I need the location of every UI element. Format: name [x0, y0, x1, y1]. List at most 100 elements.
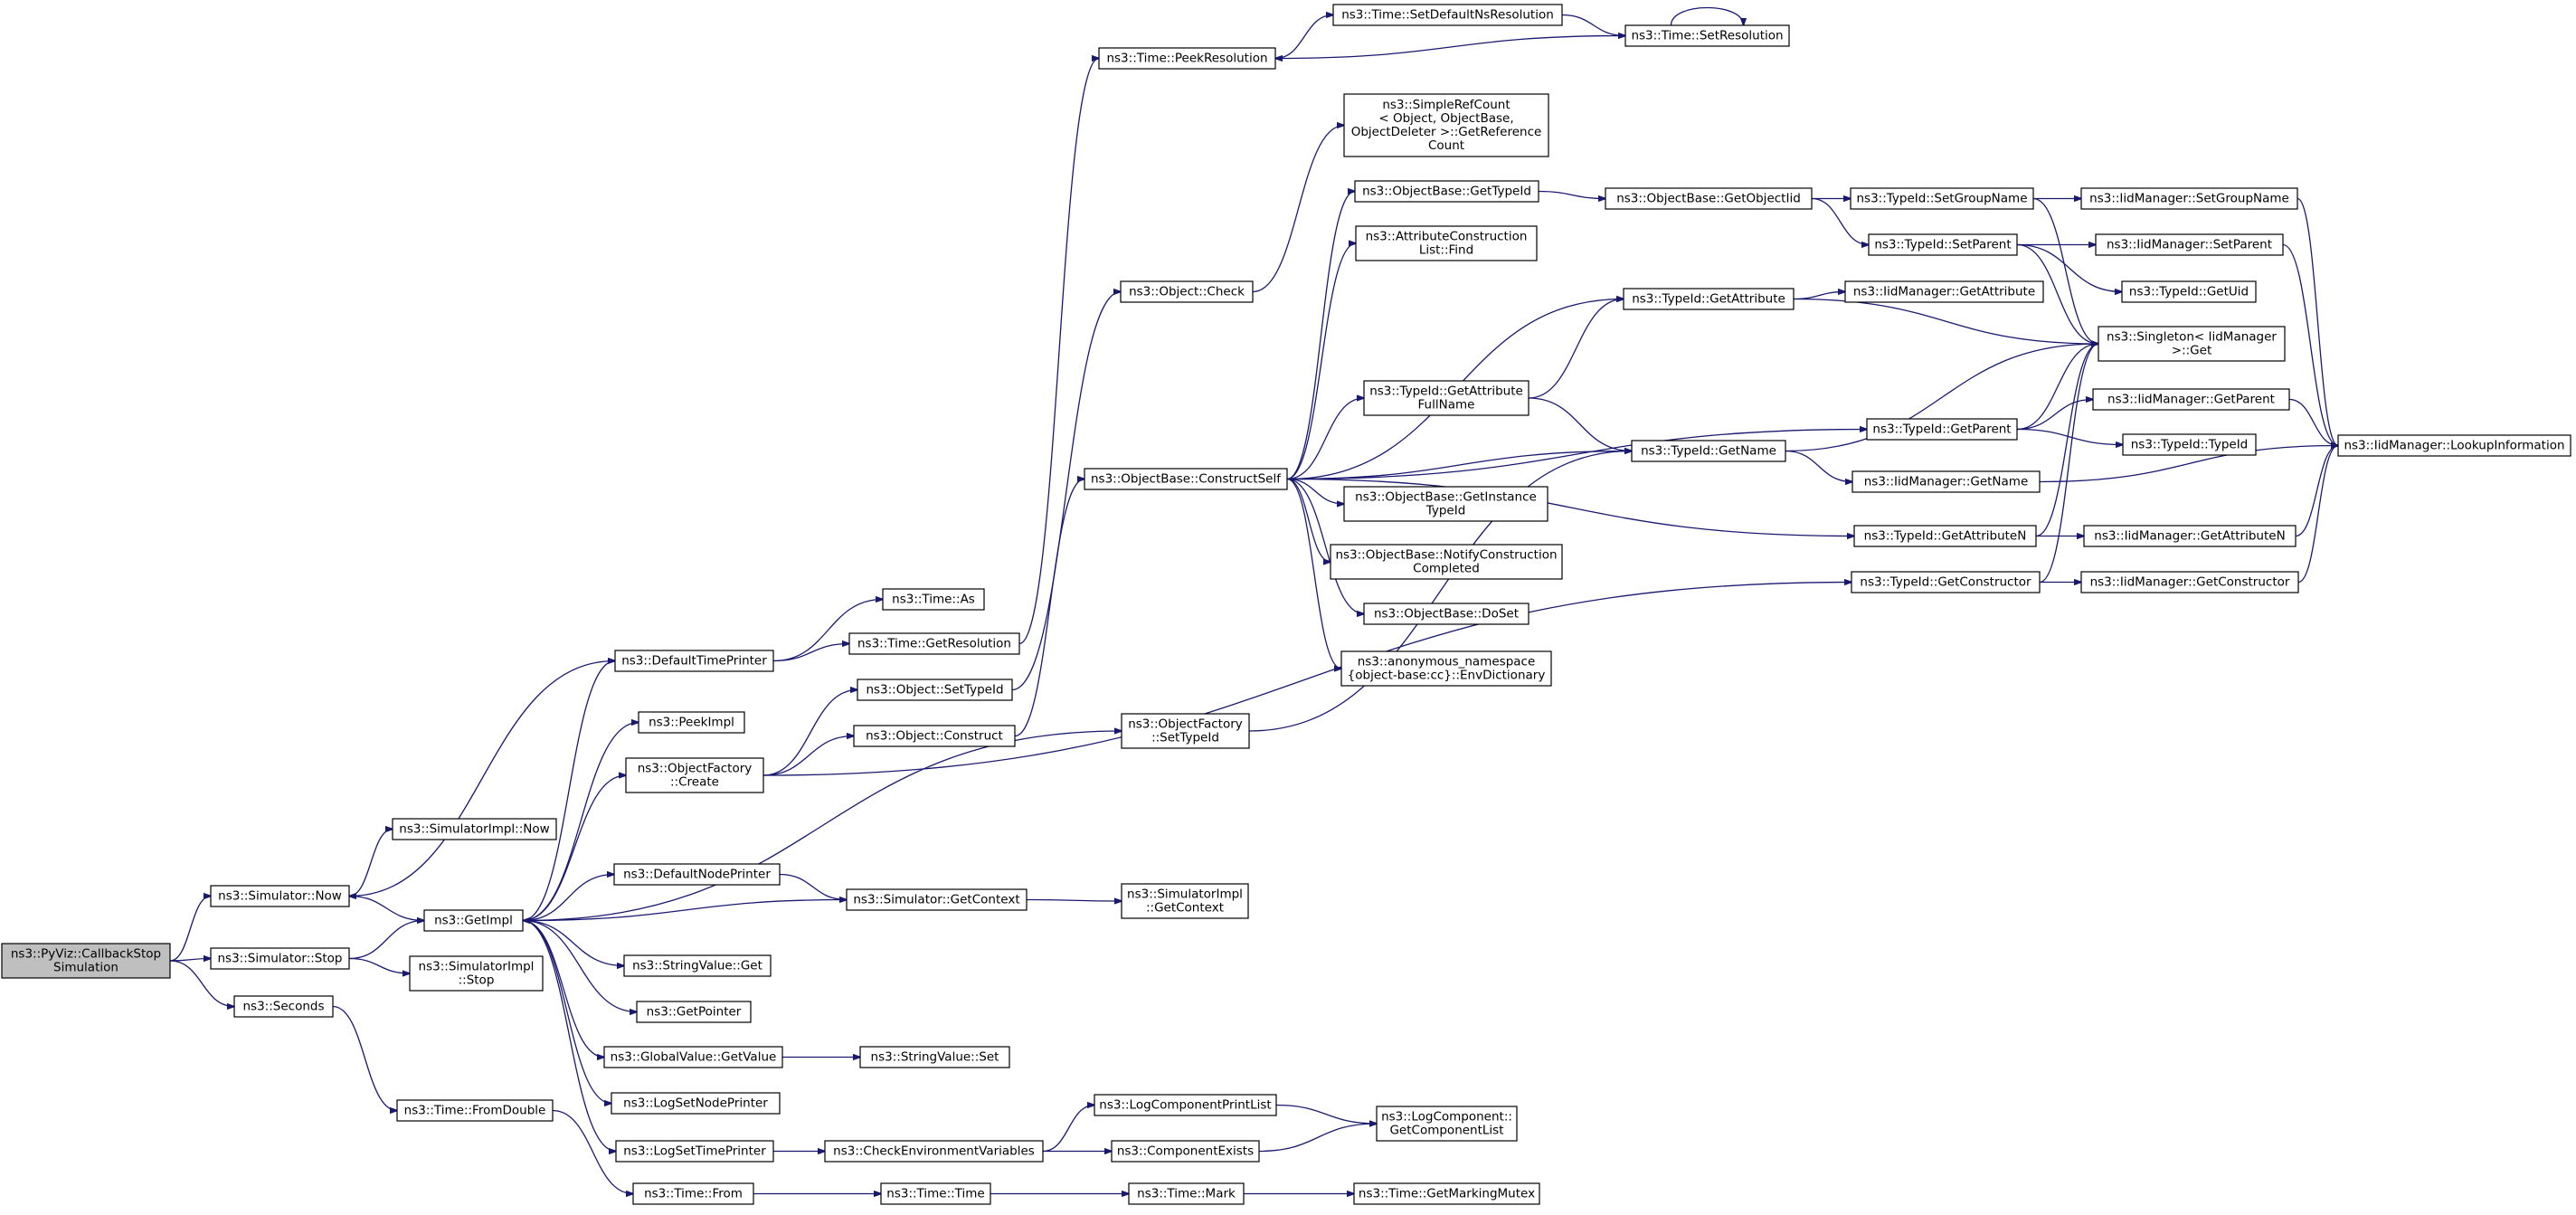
- node-iidmanager-getname[interactable]: ns3::IidManager::GetName: [1852, 470, 2041, 493]
- node-box: [615, 1140, 774, 1163]
- edge-tidGetAttr-to-iidGetAttr: [1793, 292, 1845, 300]
- node-iidmanager-getparent[interactable]: ns3::IidManager::GetParent: [2092, 388, 2290, 411]
- node-label: ns3::IidManager::GetAttributeN: [2094, 529, 2285, 544]
- node-time-time[interactable]: ns3::Time::Time: [880, 1182, 991, 1205]
- node-simulator-getcontext[interactable]: ns3::Simulator::GetContext: [846, 888, 1028, 911]
- node-object-construct[interactable]: ns3::Object::Construct: [853, 725, 1016, 747]
- node-iidmanager-getattributen[interactable]: ns3::IidManager::GetAttributeN: [2083, 525, 2297, 547]
- edge-getImpl-to-getPointer: [522, 919, 637, 1012]
- node-typeid-typeid[interactable]: ns3::TypeId::TypeId: [2122, 433, 2257, 456]
- edge-defNodePrinter-to-simGetContext: [779, 873, 847, 900]
- node-seconds[interactable]: ns3::Seconds: [233, 995, 334, 1018]
- edge-fromDouble-to-timeFrom: [552, 1109, 633, 1194]
- node-typeid-getattributen[interactable]: ns3::TypeId::GetAttributeN: [1853, 525, 2037, 547]
- node-box: [857, 679, 1013, 701]
- node-time-mark[interactable]: ns3::Time::Mark: [1128, 1182, 1245, 1205]
- node-logcomponent-getcomponentlist[interactable]: ns3::LogComponent::GetComponentList: [1376, 1106, 1518, 1142]
- node-label: ns3::TypeId::GetAttribute: [1632, 292, 1785, 307]
- node-label: {object-base:cc}::EnvDictionary: [1348, 669, 1546, 683]
- node-typeid-getname[interactable]: ns3::TypeId::GetName: [1631, 440, 1786, 462]
- node-objectfactory-create[interactable]: ns3::ObjectFactory::Create: [625, 757, 764, 793]
- edge-getImpl-to-logSetTime: [522, 919, 616, 1152]
- node-iidmanager-getattribute[interactable]: ns3::IidManager::GetAttribute: [1844, 280, 2044, 303]
- node-label: ns3::DefaultNodePrinter: [623, 868, 771, 882]
- node-iidmanager-setparent[interactable]: ns3::IidManager::SetParent: [2095, 233, 2284, 256]
- node-typeid-setgroupname[interactable]: ns3::TypeId::SetGroupName: [1850, 187, 2034, 210]
- node-stringvalue-get[interactable]: ns3::StringValue::Get: [623, 954, 772, 977]
- node-time-setdefaultnsresolution[interactable]: ns3::Time::SetDefaultNsResolution: [1332, 4, 1563, 26]
- node-time-as[interactable]: ns3::Time::As: [882, 588, 985, 611]
- node-objectfactory-settypeid[interactable]: ns3::ObjectFactory::SetTypeId: [1121, 713, 1250, 749]
- edge-iidSetParent-to-iidLookupInfo: [2282, 243, 2338, 446]
- node-time-fromdouble[interactable]: ns3::Time::FromDouble: [396, 1099, 554, 1122]
- node-time-setresolution[interactable]: ns3::Time::SetResolution: [1624, 24, 1790, 47]
- node-singleton-iidmanager-get[interactable]: ns3::Singleton< IidManager>::Get: [2098, 326, 2286, 362]
- node-box: [396, 1099, 554, 1122]
- node-anonymous-namespace-object-base-cc-envdictionary[interactable]: ns3::anonymous_namespace{object-base:cc}…: [1340, 650, 1552, 687]
- node-time-peekresolution[interactable]: ns3::Time::PeekResolution: [1098, 47, 1276, 70]
- node-objectbase-getobjectiid[interactable]: ns3::ObjectBase::GetObjectIid: [1605, 187, 1813, 210]
- node-defaulttimeprinter[interactable]: ns3::DefaultTimePrinter: [614, 650, 774, 672]
- node-box: [2095, 233, 2284, 256]
- node-objectbase-constructself[interactable]: ns3::ObjectBase::ConstructSelf: [1084, 468, 1288, 490]
- edge-compExists-to-logCompGetList: [1258, 1124, 1377, 1153]
- node-objectbase-doset[interactable]: ns3::ObjectBase::DoSet: [1363, 603, 1530, 625]
- node-checkenvironmentvariables[interactable]: ns3::CheckEnvironmentVariables: [824, 1140, 1044, 1163]
- node-stringvalue-set[interactable]: ns3::StringValue::Set: [859, 1046, 1010, 1068]
- node-logsettimeprinter[interactable]: ns3::LogSetTimePrinter: [615, 1140, 774, 1163]
- edge-iidGetAttrN-to-iidLookupInfo: [2295, 446, 2338, 537]
- node-label: ns3::TypeId::GetUid: [2129, 285, 2249, 299]
- node-simplerefcount-object-objectbase-objectdeleter-getreference-count[interactable]: ns3::SimpleRefCount< Object, ObjectBase,…: [1343, 93, 1549, 157]
- edge-getImpl-to-peekImpl: [522, 723, 639, 922]
- node-box: [882, 588, 985, 611]
- node-simulatorimpl-getcontext[interactable]: ns3::SimulatorImpl::GetContext: [1121, 883, 1249, 919]
- node-getimpl[interactable]: ns3::GetImpl: [423, 909, 524, 932]
- node-simulator-now[interactable]: ns3::Simulator::Now: [210, 885, 350, 907]
- node-box: [846, 888, 1028, 911]
- node-box: [1330, 544, 1563, 580]
- node-typeid-getparent[interactable]: ns3::TypeId::GetParent: [1866, 418, 2018, 441]
- node-label: ns3::ObjectBase::ConstructSelf: [1091, 472, 1282, 487]
- node-label: >::Get: [2172, 344, 2211, 358]
- edge-timeSetRes-to-timePeekRes: [1275, 34, 1626, 59]
- node-globalvalue-getvalue[interactable]: ns3::GlobalValue::GetValue: [603, 1046, 783, 1068]
- node-time-getresolution[interactable]: ns3::Time::GetResolution: [848, 632, 1020, 655]
- edge-obGetObjectIid-to-tidSetParent: [1811, 197, 1869, 245]
- node-defaultnodeprinter[interactable]: ns3::DefaultNodePrinter: [613, 863, 781, 886]
- edge-simGetContext-to-getImpl: [523, 898, 848, 921]
- node-iidmanager-getconstructor[interactable]: ns3::IidManager::GetConstructor: [2080, 571, 2299, 593]
- node-typeid-getuid[interactable]: ns3::TypeId::GetUid: [2121, 280, 2257, 303]
- node-objectbase-notifyconstruction-completed[interactable]: ns3::ObjectBase::NotifyConstructionCompl…: [1330, 544, 1563, 580]
- node-time-from[interactable]: ns3::Time::From: [632, 1182, 754, 1205]
- node-typeid-setparent[interactable]: ns3::TypeId::SetParent: [1868, 233, 2018, 256]
- node-simulatorimpl-stop[interactable]: ns3::SimulatorImpl::Stop: [409, 955, 544, 992]
- node-objectbase-gettypeid[interactable]: ns3::ObjectBase::GetTypeId: [1354, 180, 1539, 203]
- node-simulator-stop[interactable]: ns3::Simulator::Stop: [210, 947, 350, 970]
- node-peekimpl[interactable]: ns3::PeekImpl: [638, 711, 745, 734]
- node-object-check[interactable]: ns3::Object::Check: [1120, 280, 1254, 303]
- node-simulatorimpl-now[interactable]: ns3::SimulatorImpl::Now: [392, 818, 557, 840]
- node-logsetnodeprinter[interactable]: ns3::LogSetNodePrinter: [611, 1092, 781, 1115]
- node-box: [1363, 380, 1530, 416]
- node-time-getmarkingmutex[interactable]: ns3::Time::GetMarkingMutex: [1353, 1182, 1540, 1205]
- node-typeid-getconstructor[interactable]: ns3::TypeId::GetConstructor: [1851, 571, 2041, 593]
- node-box: [1624, 24, 1790, 47]
- node-box: [409, 955, 544, 992]
- node-logcomponentprintlist[interactable]: ns3::LogComponentPrintList: [1094, 1094, 1277, 1116]
- node-label: ns3::StringValue::Set: [871, 1050, 999, 1065]
- node-object-settypeid[interactable]: ns3::Object::SetTypeId: [857, 679, 1013, 701]
- node-box: [632, 1182, 754, 1205]
- edge-tidGetParent-to-singletonGet: [2016, 344, 2098, 431]
- node-box: [613, 863, 781, 886]
- node-getpointer[interactable]: ns3::GetPointer: [636, 1001, 752, 1023]
- node-label: ns3::IidManager::GetConstructor: [2090, 575, 2290, 590]
- node-box: [614, 650, 774, 672]
- node-componentexists[interactable]: ns3::ComponentExists: [1111, 1140, 1260, 1163]
- node-typeid-getattribute[interactable]: ns3::TypeId::GetAttribute: [1623, 288, 1795, 310]
- node-iidmanager-setgroupname[interactable]: ns3::IidManager::SetGroupName: [2080, 187, 2298, 210]
- node-iidmanager-lookupinformation[interactable]: ns3::IidManager::LookupInformation: [2337, 434, 2571, 457]
